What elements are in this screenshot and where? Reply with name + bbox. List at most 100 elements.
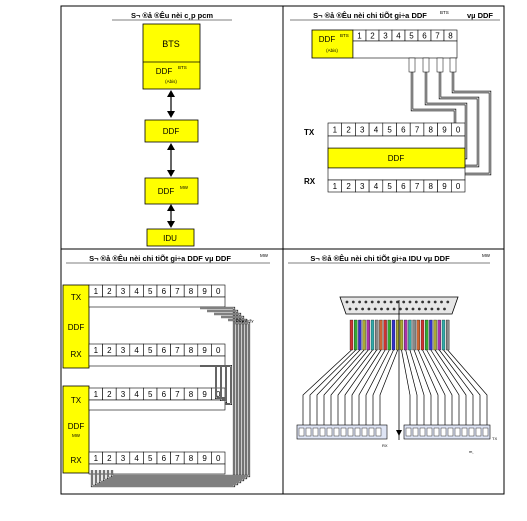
cable: [433, 319, 437, 351]
cable: [437, 319, 441, 351]
strip-terminal: [375, 427, 382, 437]
ddf-mw-box: [144, 177, 199, 205]
strip-terminal: [475, 427, 482, 437]
connector-pin: [383, 300, 387, 304]
connector-pin: [421, 300, 424, 304]
strip-terminal: [298, 427, 305, 437]
cable: [404, 319, 408, 351]
connector-pin: [364, 300, 368, 304]
terminal-number: 1: [333, 126, 338, 135]
connector-pin: [354, 307, 358, 311]
terminal-number: 6: [401, 182, 406, 191]
terminal-number: 5: [387, 126, 392, 135]
terminal-number: 9: [202, 287, 207, 296]
connector-pin: [345, 300, 349, 304]
panel-idu-ddf-detail: S¬ ®å ®Êu nèi chi tiÕt gi÷a IDU vµ DDF M…: [288, 253, 497, 454]
bts-box: [142, 23, 201, 90]
strip-terminal: [412, 427, 419, 437]
strip-terminal: [447, 427, 454, 437]
p3-mw-label: MW: [72, 433, 81, 438]
connector-pin: [377, 300, 380, 304]
ddf-bts-block: [311, 29, 354, 59]
connector-pin: [446, 300, 450, 304]
cable-lead: [439, 349, 474, 425]
cable-lead: [344, 349, 377, 425]
cable: [354, 319, 358, 351]
terminal-number: 4: [134, 454, 139, 463]
cable-lead: [417, 349, 439, 425]
wire-tag: [422, 57, 430, 73]
strip-terminal: [368, 427, 375, 437]
terminal-lower-row: [88, 399, 226, 411]
terminal-number: 2: [107, 454, 112, 463]
terminal-number: 7: [415, 182, 420, 191]
jumper-wire-core: [221, 365, 232, 405]
connector-pin: [440, 300, 443, 304]
cable: [416, 319, 420, 351]
terminal-number: 4: [134, 346, 139, 355]
strip-terminal: [319, 427, 326, 437]
idu-label: IDU: [163, 234, 177, 243]
terminal-number: 4: [396, 32, 401, 41]
terminal-number: 9: [442, 126, 447, 135]
cable-lead: [434, 349, 467, 425]
tx-lower-row: [327, 135, 466, 149]
panel2-title-end: vµ DDF: [467, 11, 493, 20]
cable: [383, 319, 387, 351]
strip-terminal: [312, 427, 319, 437]
terminal-number: 3: [121, 390, 126, 399]
connector-pin: [417, 307, 421, 311]
p4-side-label: m¸: [469, 449, 474, 454]
panel4-title: S¬ ®å ®Êu nèi chi tiÕt gi÷a IDU vµ DDF: [310, 254, 450, 263]
connector-pin: [411, 307, 415, 311]
p3-tx2-label: TX: [71, 396, 82, 405]
rx-label: RX: [304, 177, 316, 186]
terminal-number: 0: [216, 454, 221, 463]
terminal-number: 2: [107, 287, 112, 296]
strip-terminals: [298, 427, 489, 437]
cable: [399, 319, 404, 351]
strip-terminal: [433, 427, 440, 437]
cable-lead: [351, 349, 382, 425]
terminal-number: 3: [121, 346, 126, 355]
terminal-number: 8: [429, 182, 434, 191]
terminal-number: 9: [202, 390, 207, 399]
terminal-number: 8: [189, 390, 194, 399]
terminal-lower-row: [88, 355, 226, 367]
terminal-number: 5: [148, 454, 153, 463]
connector-pin: [358, 300, 361, 304]
strip-terminal: [333, 427, 340, 437]
wire-core: [439, 58, 479, 167]
terminal-number: 8: [448, 32, 453, 41]
cable-lead: [430, 349, 460, 425]
connector-pin: [370, 300, 374, 304]
terminal-number: 6: [162, 346, 167, 355]
p3-tx-label: TX: [71, 293, 82, 302]
ddf-mw-label: DDF: [158, 187, 175, 196]
terminal-number: 4: [134, 390, 139, 399]
idu-box: [146, 228, 195, 247]
terminal-number: 3: [383, 32, 388, 41]
wire-core: [452, 58, 491, 175]
arrow-marker: [396, 430, 402, 436]
cable-lead: [372, 349, 394, 425]
cable-lead: [337, 349, 373, 425]
cable-lead: [422, 349, 446, 425]
cable: [379, 319, 383, 351]
panel2-title: S¬ ®å ®Êu nèi chi tiÕt gi÷a DDF: [313, 11, 427, 20]
p4-rx-label: RX: [382, 443, 388, 448]
ddf-mw-jumper-wires: [90, 306, 251, 488]
cable: [387, 319, 391, 351]
cable: [446, 319, 450, 351]
terminal-number: 0: [216, 390, 221, 399]
cable-lead: [379, 349, 399, 425]
terminal-number: 1: [94, 346, 99, 355]
connector-pin: [392, 307, 396, 311]
ddf-bts-block-label: DDF: [319, 35, 336, 44]
terminal-number: 7: [415, 126, 420, 135]
ddf-box: [144, 119, 199, 143]
panel-pcm-overview: S¬ ®å ®Êu nèi c¸p pcm BTS DDF BTS (Abis)…: [112, 11, 232, 247]
terminal-number: 9: [202, 454, 207, 463]
strip-terminal: [305, 427, 312, 437]
cable: [408, 319, 412, 351]
